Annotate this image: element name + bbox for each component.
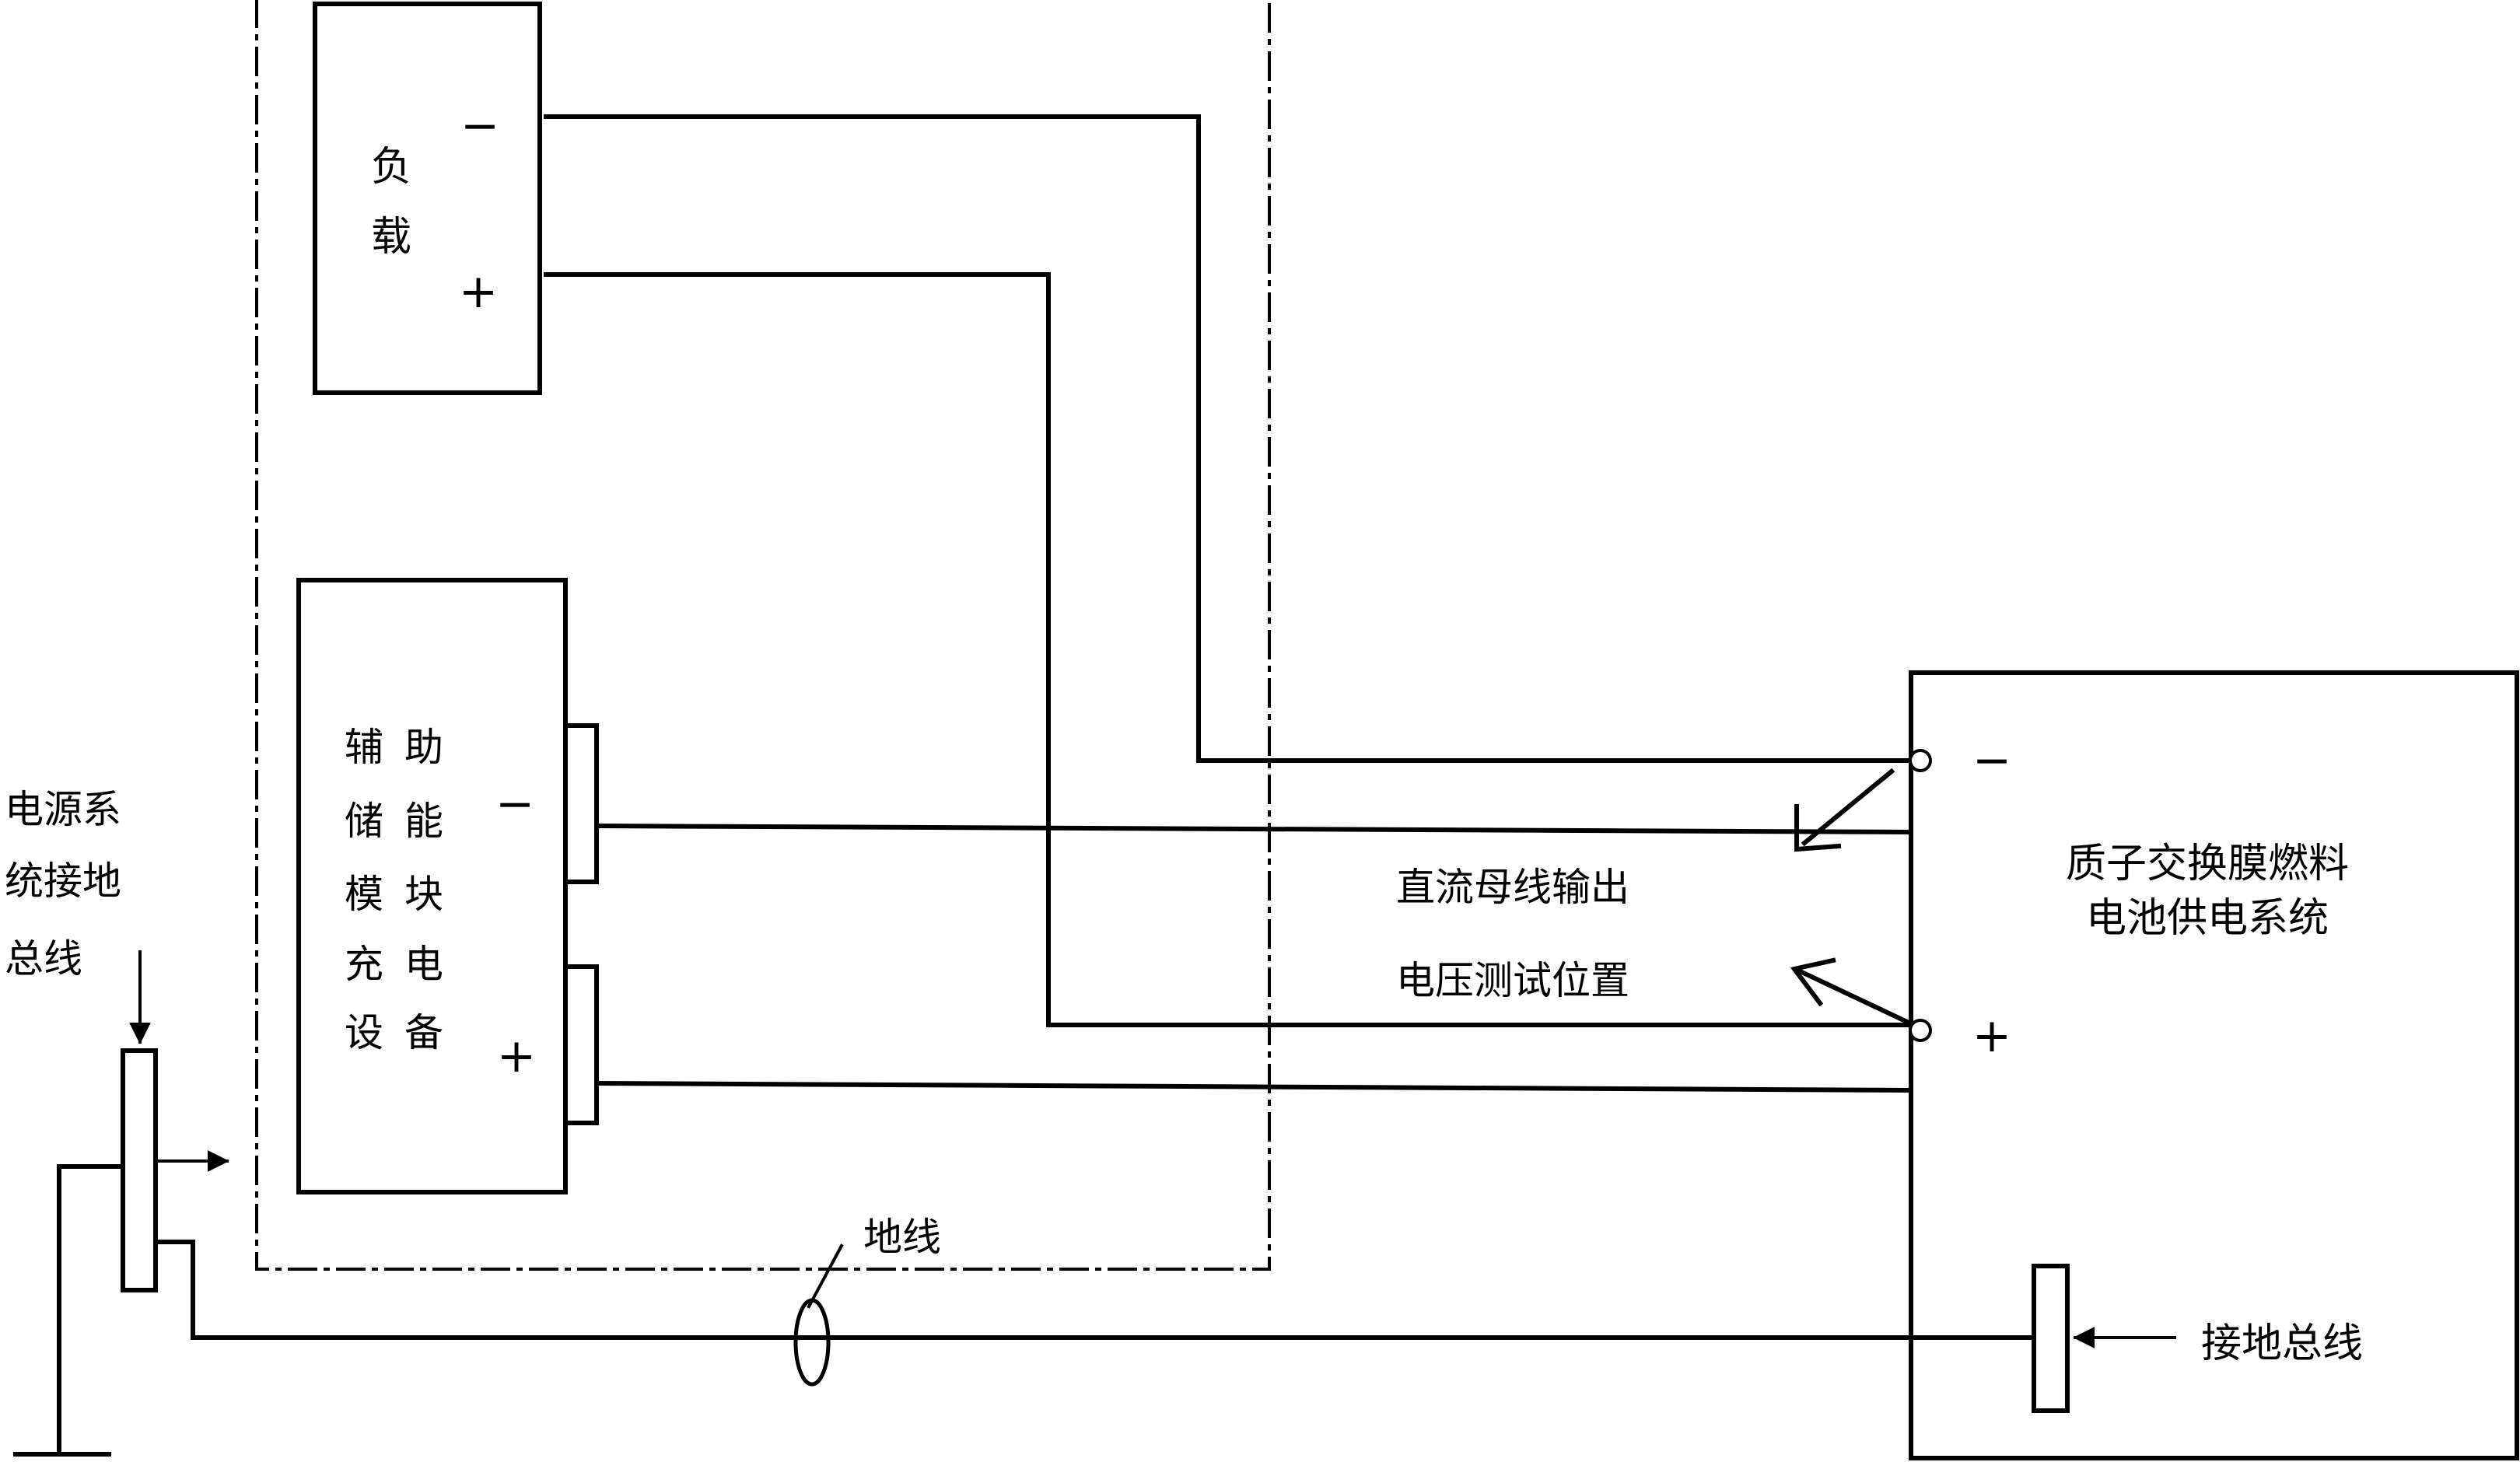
power-ground-label-line1: 电源系 xyxy=(5,787,121,832)
load-label-line2: 载 xyxy=(371,214,411,261)
aux-minus-terminal xyxy=(563,723,599,884)
load-label-line1: 负 xyxy=(371,144,411,191)
ground-wire xyxy=(153,1240,2036,1340)
aux-col2-char4: 电 xyxy=(404,942,443,987)
fc-plus-terminal xyxy=(1909,1019,1932,1042)
aux-storage-box xyxy=(296,578,568,1194)
dc-bus-lower-arrow-shaft xyxy=(1794,967,1910,1025)
ground-bus-label: 接地总线 xyxy=(2201,1320,2363,1367)
test-enclosure-boundary xyxy=(255,0,1271,1271)
dc-bus-label-line1: 直流母线输出 xyxy=(1396,865,1629,910)
aux-minus-sign: − xyxy=(495,777,534,831)
ground-wire-pointer xyxy=(807,1243,844,1309)
ground-stub-wire xyxy=(57,1164,125,1457)
aux-col1-char1: 辅 xyxy=(345,725,383,770)
fc-minus-terminal xyxy=(1909,749,1932,772)
aux-plus-terminal xyxy=(563,964,599,1125)
aux-col1-char5: 设 xyxy=(345,1010,383,1055)
aux-col2-char1: 助 xyxy=(404,725,443,770)
dc-bus-upper-arrow-head xyxy=(1794,804,1842,852)
fuel-cell-system-box xyxy=(1909,670,2519,1460)
aux-col2-char3: 块 xyxy=(404,872,443,917)
fuel-cell-label-line2: 电池供电系统 xyxy=(2086,895,2329,942)
aux-plus-wire xyxy=(593,1080,1914,1093)
power-ground-label-line2: 统接地 xyxy=(5,859,121,904)
aux-col2-char2: 能 xyxy=(404,799,443,844)
power-ground-bus-bar xyxy=(121,1048,158,1292)
fc-plus-sign: + xyxy=(1972,1009,2011,1063)
load-box xyxy=(313,2,542,395)
load-plus-wire xyxy=(544,272,1912,1027)
load-plus-sign: + xyxy=(459,264,498,319)
dc-bus-upper-arrow-shaft xyxy=(1801,768,1895,847)
dc-bus-lower-arrow-head xyxy=(1790,957,1836,1007)
fuel-cell-label-line1: 质子交换膜燃料 xyxy=(2066,841,2349,887)
load-minus-sign: − xyxy=(460,99,499,153)
dc-bus-label-line2: 电压测试位置 xyxy=(1396,958,1629,1003)
aux-col1-char3: 模 xyxy=(345,872,383,917)
power-ground-label-line3: 总线 xyxy=(5,936,82,981)
ground-wire-bundle-ellipse xyxy=(793,1298,831,1387)
load-minus-wire xyxy=(544,114,1912,763)
aux-plus-sign: + xyxy=(497,1029,536,1083)
aux-minus-wire xyxy=(593,823,1914,835)
aux-col1-char2: 储 xyxy=(345,799,383,844)
aux-col1-char4: 充 xyxy=(345,942,383,987)
ground-bus-bar xyxy=(2032,1264,2070,1413)
fc-minus-sign: − xyxy=(1972,733,2011,788)
aux-col2-char5: 备 xyxy=(404,1010,443,1055)
ground-wire-label: 地线 xyxy=(863,1215,941,1260)
